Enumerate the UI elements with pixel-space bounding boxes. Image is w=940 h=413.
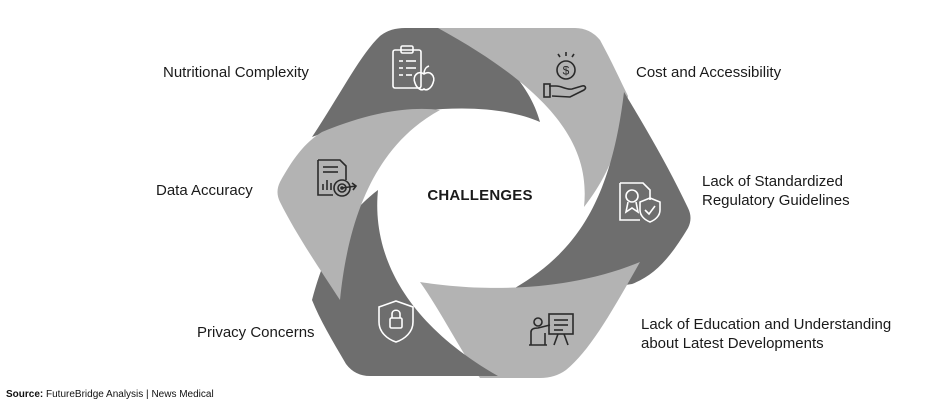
label-line: Lack of Education and Understanding: [641, 316, 892, 333]
label-data-accuracy: Data Accuracy: [156, 182, 253, 199]
label-education-understanding: Lack of Education and Understanding abou…: [641, 315, 891, 353]
label-line: Regulatory Guidelines: [702, 192, 850, 209]
segment-nutritional-complexity: [312, 28, 540, 137]
svg-text:$: $: [563, 64, 570, 78]
segment-privacy-concerns: [312, 190, 498, 376]
segment-education-understanding: [420, 262, 640, 378]
report-target-icon: [317, 159, 358, 197]
center-title: CHALLENGES: [427, 187, 533, 204]
segment-data-accuracy: [277, 108, 440, 300]
clipboard-apple-icon: [392, 45, 435, 91]
label-line: Lack of Standardized: [702, 173, 843, 190]
label-line: about Latest Developments: [641, 335, 824, 352]
source-note: Source: FutureBridge Analysis | News Med…: [6, 389, 214, 400]
segment-cost-accessibility: [438, 28, 628, 207]
source-text: FutureBridge Analysis | News Medical: [43, 389, 214, 400]
label-nutritional-complexity: Nutritional Complexity: [163, 64, 309, 81]
label-regulatory-guidelines: Lack of Standardized Regulatory Guidelin…: [702, 172, 850, 210]
shield-lock-icon: [378, 300, 414, 343]
label-cost-accessibility: Cost and Accessibility: [636, 64, 782, 81]
label-privacy-concerns: Privacy Concerns: [197, 324, 315, 341]
certificate-shield-icon: [619, 182, 661, 223]
source-prefix: Source:: [6, 389, 44, 400]
hand-coin-icon: $: [543, 52, 587, 98]
segment-regulatory-guidelines: [515, 92, 691, 292]
presenter-board-icon: [529, 313, 574, 346]
